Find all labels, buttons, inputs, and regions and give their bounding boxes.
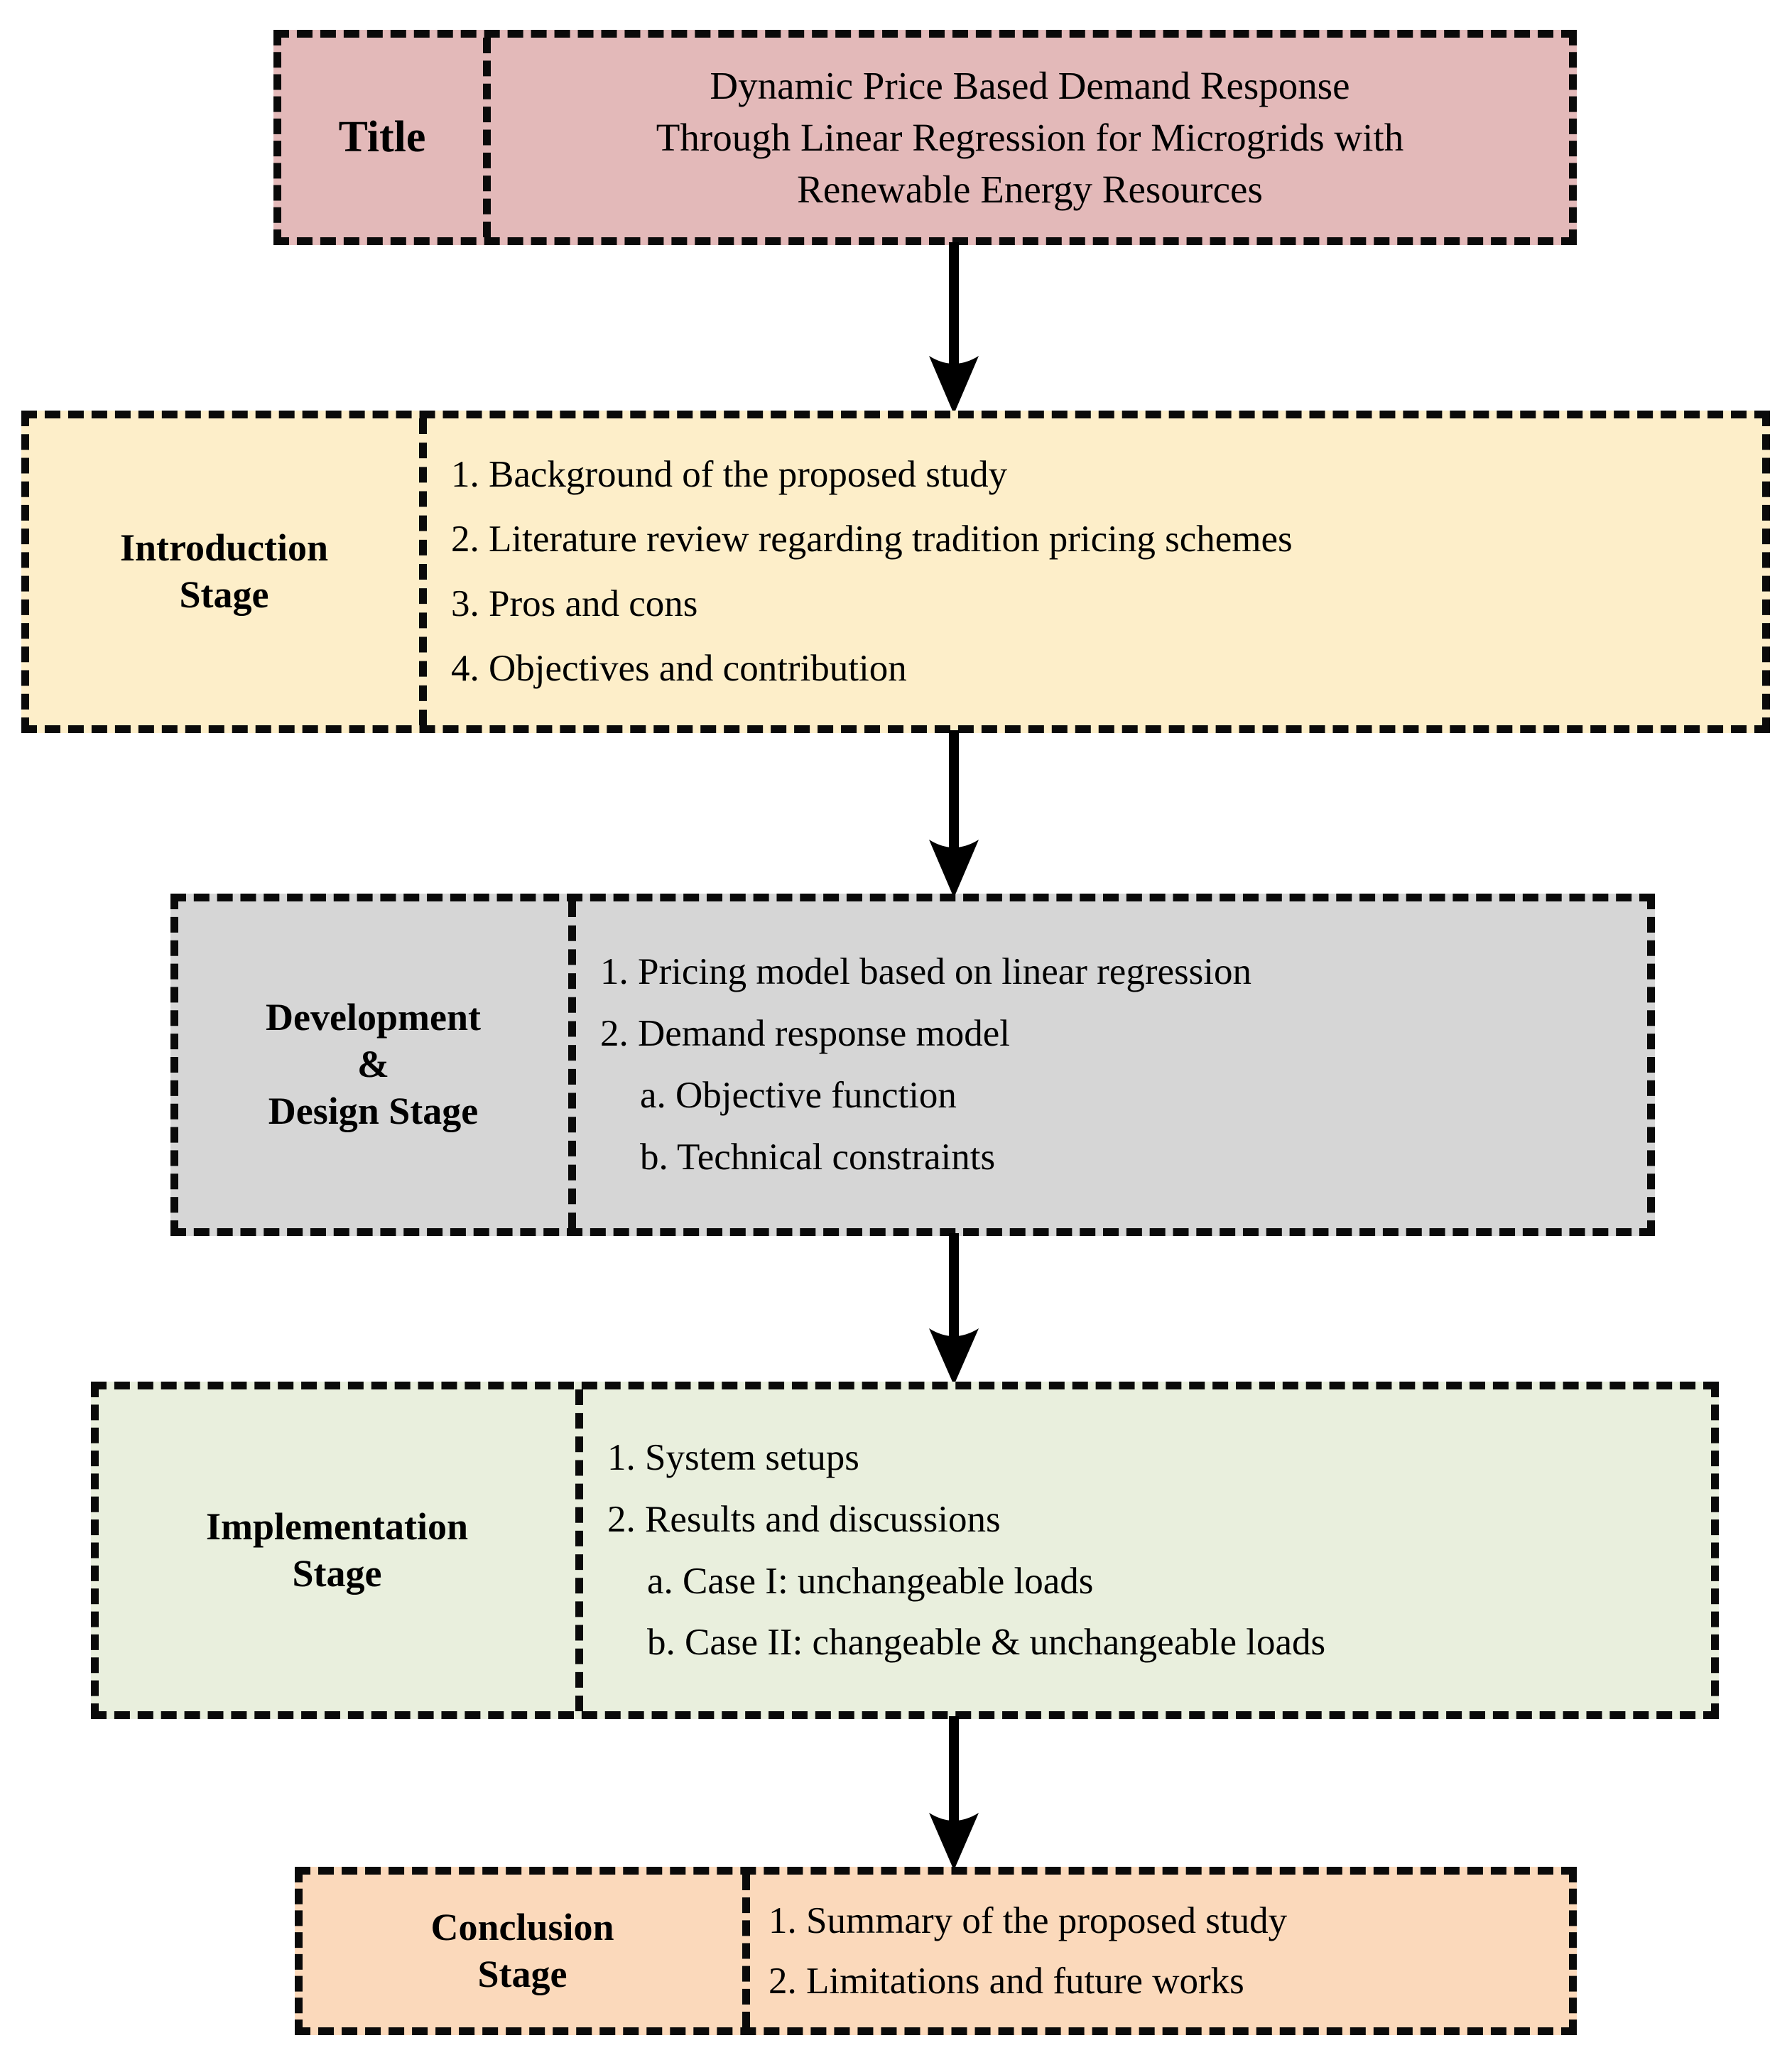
paper-title-line-2: Through Linear Regression for Microgrids…: [656, 115, 1404, 159]
stage-divider-conclusion: [742, 1875, 750, 2027]
stage-box-introduction: Introduction Stage 1. Background of the …: [21, 411, 1770, 733]
list-item: 2. Demand response model: [600, 1013, 1010, 1055]
stage-label-implementation: Implementation Stage: [206, 1504, 468, 1598]
list-item: 3. Pros and cons: [451, 583, 698, 624]
stage-label-line-2: Stage: [477, 1952, 568, 1995]
list-item: 1. System setups: [607, 1436, 859, 1478]
stage-divider-development-design: [568, 901, 576, 1228]
stage-label-conclusion: Conclusion Stage: [430, 1904, 614, 1998]
list-item: 1. Summary of the proposed study: [769, 1899, 1288, 1941]
arrow-title-to-introduction: [922, 242, 986, 414]
stage-items-conclusion: 1. Summary of the proposed study 2. Limi…: [750, 1875, 1569, 2027]
stage-box-conclusion: Conclusion Stage 1. Summary of the propo…: [295, 1867, 1577, 2035]
stage-items-introduction: 1. Background of the proposed study 2. L…: [427, 418, 1762, 725]
stage-label-line-2: Stage: [292, 1551, 382, 1595]
paper-title-line-1: Dynamic Price Based Demand Response: [710, 63, 1350, 107]
stage-label-introduction: Introduction Stage: [120, 525, 328, 619]
title-box-divider: [483, 38, 491, 237]
stage-label-line-1: Introduction: [119, 526, 329, 570]
stage-divider-implementation: [575, 1389, 583, 1711]
arrow-implementation-to-conclusion: [922, 1716, 986, 1870]
stage-label-line-1: Development: [266, 996, 481, 1039]
stage-items-implementation: 1. System setups 2. Results and discussi…: [583, 1389, 1711, 1711]
stage-label-cell-conclusion: Conclusion Stage: [303, 1875, 742, 2027]
title-box-label-cell: Title: [281, 38, 483, 237]
list-item: a. Objective function: [640, 1075, 957, 1116]
paper-title-line-3: Renewable Energy Resources: [797, 168, 1263, 212]
stage-items-development-design: 1. Pricing model based on linear regress…: [576, 901, 1647, 1228]
list-item: 2. Literature review regarding tradition…: [451, 519, 1293, 560]
stage-label-cell-implementation: Implementation Stage: [99, 1389, 575, 1711]
list-item: a. Case I: unchangeable loads: [647, 1560, 1094, 1602]
arrow-introduction-to-development: [922, 730, 986, 898]
list-item: 2. Results and discussions: [607, 1498, 1001, 1540]
paper-title: Dynamic Price Based Demand Response Thro…: [491, 60, 1569, 215]
list-item: b. Case II: changeable & unchangeable lo…: [647, 1622, 1326, 1664]
stage-label-line-3: Design Stage: [268, 1089, 479, 1132]
title-box-label: Title: [338, 112, 426, 161]
stage-label-line-2: &: [357, 1043, 389, 1086]
stage-label-development-design: Development & Design Stage: [266, 994, 481, 1135]
title-box: Title Dynamic Price Based Demand Respons…: [273, 30, 1577, 245]
list-item: 1. Background of the proposed study: [451, 454, 1008, 496]
stage-box-implementation: Implementation Stage 1. System setups 2.…: [91, 1382, 1719, 1719]
arrow-development-to-implementation: [922, 1233, 986, 1385]
stage-label-line-1: Conclusion: [430, 1905, 614, 1948]
stage-label-cell-development-design: Development & Design Stage: [178, 901, 568, 1228]
list-item: 1. Pricing model based on linear regress…: [600, 951, 1251, 993]
stage-label-line-2: Stage: [179, 573, 269, 616]
stage-label-line-1: Implementation: [206, 1505, 468, 1548]
list-item: b. Technical constraints: [640, 1136, 996, 1178]
list-item: 4. Objectives and contribution: [451, 647, 907, 689]
stage-label-cell-introduction: Introduction Stage: [29, 418, 419, 725]
stage-divider-introduction: [419, 418, 427, 725]
stage-box-development-design: Development & Design Stage 1. Pricing mo…: [170, 894, 1655, 1236]
title-box-content-cell: Dynamic Price Based Demand Response Thro…: [491, 38, 1569, 237]
list-item: 2. Limitations and future works: [769, 1960, 1244, 2002]
